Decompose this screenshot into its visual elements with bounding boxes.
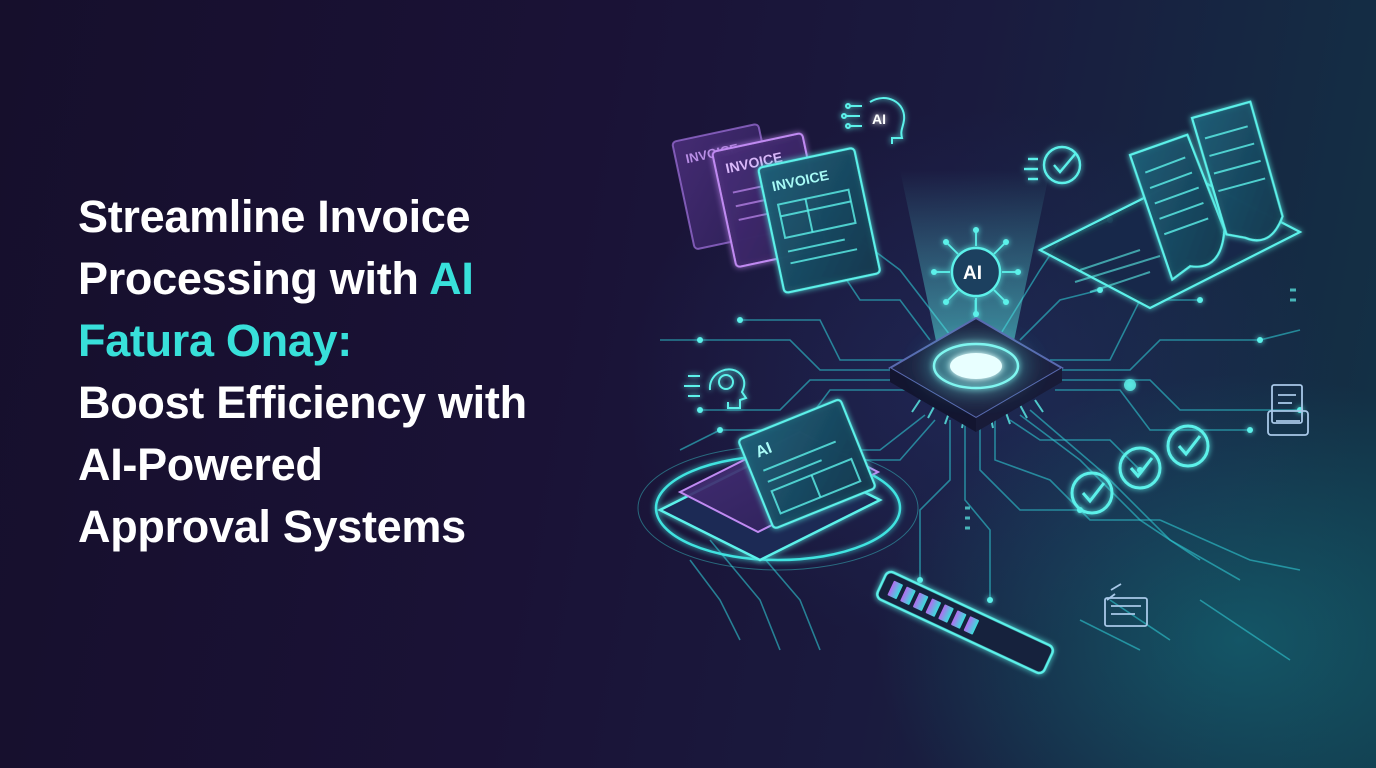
- ai-head-label: AI: [872, 111, 886, 127]
- progress-bar: [876, 570, 1055, 675]
- scroll-document: [1190, 100, 1284, 242]
- headline-line-2: Processing with AI: [78, 248, 718, 310]
- hero-headline: Streamline Invoice Processing with AI Fa…: [78, 186, 718, 558]
- check-circle-icon: [1118, 446, 1162, 490]
- invoice-document: INVOICE: [757, 147, 881, 294]
- check-circle-icon: [1166, 424, 1210, 468]
- headline-line-4: Boost Efficiency with: [78, 377, 527, 428]
- headline-line-3: Fatura Onay:: [78, 315, 352, 366]
- brain-head-icon: [684, 368, 748, 409]
- ai-document-label: AI: [753, 440, 774, 462]
- check-circle-icon: [1070, 471, 1114, 515]
- invoice-stack: INVOICE INVOICE INVOICE: [671, 123, 881, 294]
- ai-document: AI: [738, 398, 876, 529]
- headline-line-1: Streamline Invoice: [78, 191, 471, 242]
- ai-chip-icon: AI: [931, 227, 1021, 350]
- document-printer-icon: [1267, 384, 1309, 436]
- ai-chip-label: AI: [963, 263, 982, 284]
- edit-document-icon: [1104, 583, 1148, 627]
- headline-line-5: AI-Powered: [78, 439, 323, 490]
- ai-head-icon: AI: [841, 97, 906, 144]
- document-scroll-platform: [1037, 100, 1303, 310]
- signal-marks: [965, 288, 1296, 530]
- headline-accent-ai: AI: [429, 253, 474, 304]
- central-processor: [888, 316, 1064, 432]
- headline-line-2-text: Processing with: [78, 253, 430, 304]
- ai-document-platform: AI: [637, 398, 919, 571]
- headline-line-6: Approval Systems: [78, 501, 466, 552]
- approval-checks: [1070, 424, 1210, 515]
